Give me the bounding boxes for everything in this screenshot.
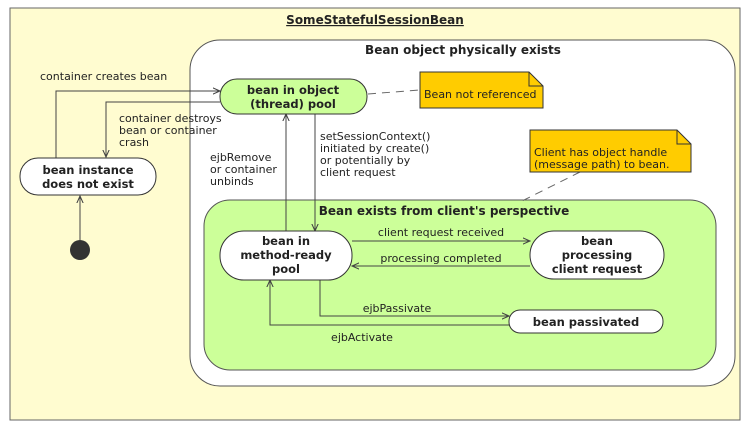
- region-physically-exists-title: Bean object physically exists: [365, 43, 561, 57]
- transition-passivate-label: ejbPassivate: [363, 302, 432, 315]
- state-bean-passivated-label: bean passivated: [533, 315, 639, 329]
- transition-request-received-label: client request received: [378, 226, 504, 239]
- note-connector-not-referenced: [367, 89, 421, 95]
- region-client-perspective-title: Bean exists from client's perspective: [319, 204, 570, 218]
- transition-set-context-label-2: initiated by create(): [320, 142, 429, 155]
- transition-activate-label: ejbActivate: [331, 331, 393, 344]
- transition-activate: [270, 280, 509, 326]
- state-bean-processing-line-3: client request: [552, 262, 643, 276]
- state-bean-processing-line-1: bean: [581, 234, 613, 248]
- note-connector-handle: [517, 171, 581, 204]
- state-bean-method-ready-line-1: bean in: [262, 234, 310, 248]
- transition-remove-label-1: ejbRemove: [210, 151, 272, 164]
- initial-state-dot: [70, 240, 90, 260]
- transition-destroy-label-2: bean or container: [119, 124, 217, 137]
- state-bean-does-not-exist-line-1: bean instance: [42, 163, 133, 177]
- diagram-title: SomeStatefulSessionBean: [286, 13, 464, 27]
- transition-processing-completed-label: processing completed: [380, 252, 501, 265]
- note-bean-not-referenced-text: Bean not referenced: [424, 88, 537, 101]
- state-bean-method-ready-line-2: method-ready: [240, 248, 332, 262]
- transition-destroy-label-3: crash: [119, 136, 149, 149]
- transition-set-context-label-4: client request: [320, 166, 396, 179]
- state-bean-method-ready-line-3: pool: [272, 262, 300, 276]
- state-bean-processing-request: [529, 230, 665, 280]
- state-bean-does-not-exist-line-2: does not exist: [42, 177, 134, 191]
- note-bean-not-referenced: Bean not referenced: [419, 71, 544, 109]
- transition-set-context-label-1: setSessionContext(): [320, 130, 430, 143]
- transition-create: [55, 91, 220, 158]
- state-bean-in-object-pool-line-2: (thread) pool: [250, 97, 336, 111]
- state-bean-processing-line-2: processing: [562, 248, 632, 262]
- state-bean-in-object-pool-line-1: bean in object: [247, 83, 340, 97]
- transition-set-context-label-3: or potentially by: [320, 154, 411, 167]
- transition-create-label: container creates bean: [40, 70, 167, 83]
- transition-destroy-label-1: container destroys: [119, 112, 222, 125]
- transition-remove-label-2: or container: [210, 163, 277, 176]
- state-bean-method-ready-pool: [219, 230, 353, 281]
- state-bean-does-not-exist: [19, 157, 157, 196]
- transition-passivate: [319, 280, 509, 316]
- note-client-object-handle: Client has object handle (message path) …: [529, 129, 692, 173]
- transition-remove-label-3: unbinds: [210, 175, 254, 188]
- note-client-object-handle-line-2: (message path) to bean.: [534, 158, 670, 171]
- note-client-object-handle-line-1: Client has object handle: [534, 146, 667, 159]
- transition-destroy: [106, 101, 220, 157]
- state-bean-in-object-pool: [219, 78, 368, 115]
- state-bean-passivated: [508, 309, 664, 334]
